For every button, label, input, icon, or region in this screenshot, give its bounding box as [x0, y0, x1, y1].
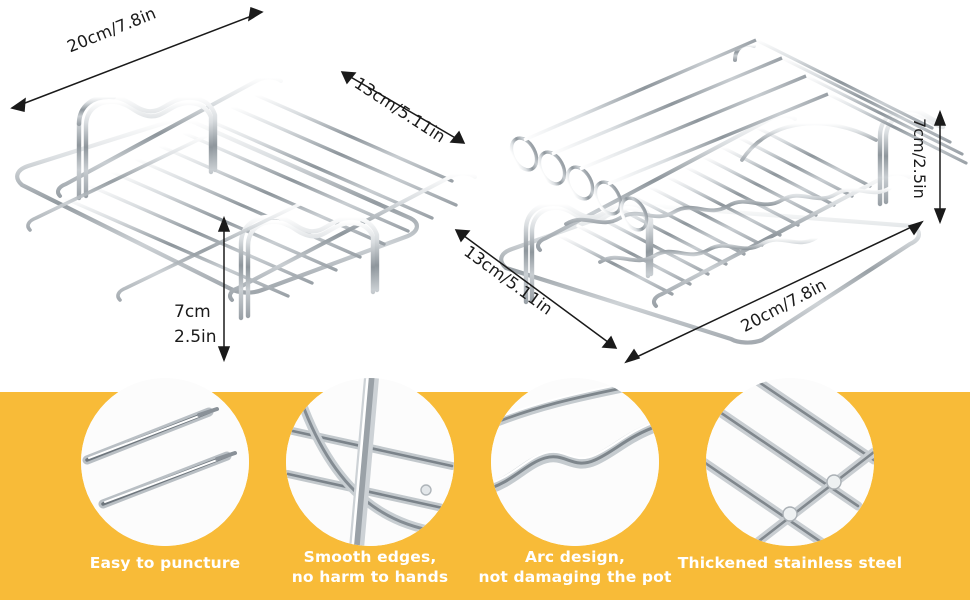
feature-arc-design: Arc design,not damaging the pot	[460, 378, 690, 600]
feature-caption-arc-design: Arc design,not damaging the pot	[460, 548, 690, 588]
product-line-art	[10, 6, 968, 364]
feature-caption-line-2: no harm to hands	[291, 567, 449, 586]
feature-image-thickened-stainless-steel	[706, 378, 874, 546]
feature-caption-line-1: Smooth edges,	[303, 548, 437, 566]
feature-caption-line-2: not damaging the pot	[478, 567, 672, 586]
feature-caption-easy-to-puncture: Easy to puncture	[50, 554, 280, 574]
feature-caption-line-1: Arc design,	[524, 548, 626, 566]
left-product-rack	[15, 75, 477, 321]
dimension-label-right-height: 7cm/2.5in	[910, 118, 929, 199]
feature-caption-line-1: Thickened stainless steel	[677, 554, 903, 572]
right-product-dimension-arrows	[454, 109, 947, 364]
feature-band: Easy to puncture	[0, 378, 970, 600]
feature-easy-to-puncture: Easy to puncture	[50, 378, 280, 600]
dimension-label-left-height: 7cm 2.5in	[174, 300, 217, 349]
feature-image-smooth-edges	[286, 378, 454, 546]
feature-caption-line-1: Easy to puncture	[89, 554, 241, 572]
right-product-skewer-rack	[499, 42, 946, 345]
left-product-dimension-arrows	[10, 6, 466, 363]
dimension-label-left-height-cm: 7cm	[174, 302, 211, 322]
feature-image-easy-to-puncture	[81, 378, 249, 546]
feature-smooth-edges: Smooth edges,no harm to hands	[255, 378, 485, 600]
feature-caption-thickened-stainless-steel: Thickened stainless steel	[675, 554, 905, 574]
skewer-handles	[509, 38, 829, 232]
feature-caption-smooth-edges: Smooth edges,no harm to hands	[255, 548, 485, 588]
skewers	[754, 38, 968, 165]
feature-thickened-stainless-steel: Thickened stainless steel	[675, 378, 905, 600]
feature-image-arc-design	[491, 378, 659, 546]
dimension-label-left-height-in: 2.5in	[174, 326, 217, 347]
product-illustration-area: 20cm/7.8in 13cm/5.11in 7cm 2.5in 13cm/5.…	[10, 3, 968, 364]
